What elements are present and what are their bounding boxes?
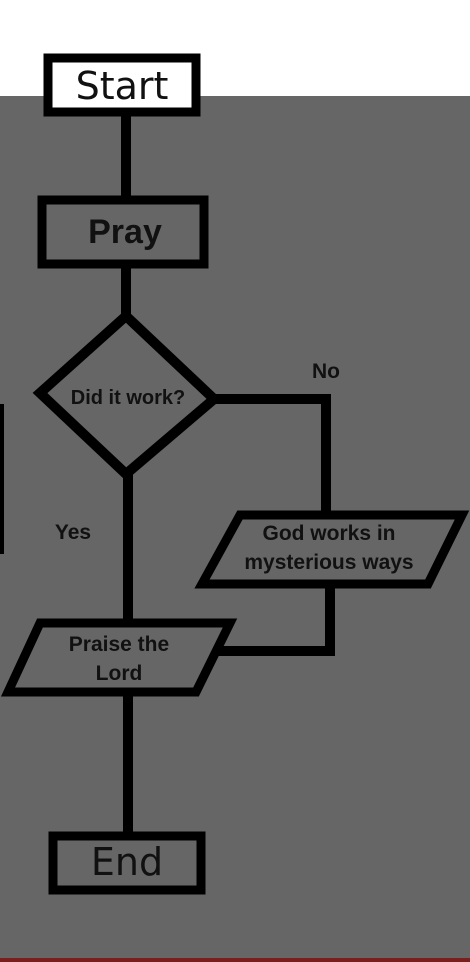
start-node [43, 53, 201, 117]
left-edge-mark [0, 404, 4, 554]
mystery-label-line1: God works in [262, 522, 395, 545]
end-label: End [91, 840, 163, 884]
bottom-accent-line [0, 958, 470, 962]
pray-label: Pray [88, 213, 162, 251]
decision-node [32, 309, 222, 481]
praise-node [0, 618, 238, 697]
pray-node [37, 195, 209, 269]
start-label: Start [76, 64, 169, 108]
no-branch-label: No [312, 360, 340, 383]
praise-label-line2: Lord [96, 662, 143, 685]
end-node [48, 831, 206, 895]
connector-mystery-to-praise [217, 579, 335, 656]
connector-decision-no-to-mystery [209, 394, 331, 520]
praise-label-line1: Praise the [69, 633, 169, 656]
yes-branch-label: Yes [55, 521, 91, 544]
mystery-node [194, 510, 470, 589]
connectors [121, 107, 335, 841]
decision-label: Did it work? [71, 387, 185, 409]
mystery-label-line2: mysterious ways [244, 551, 413, 574]
